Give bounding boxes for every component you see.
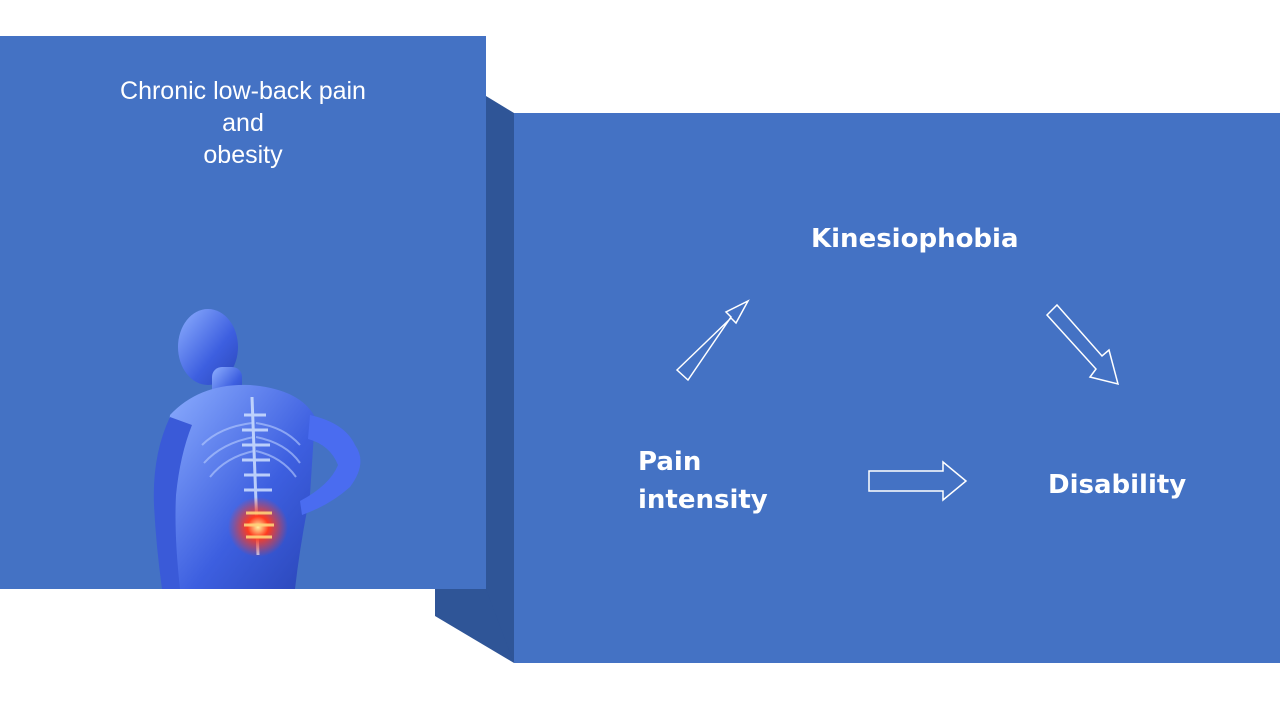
back-pain-figure-icon [153, 309, 361, 589]
node-pain-line-2: intensity [638, 485, 768, 515]
node-kinesiophobia: Kinesiophobia [811, 220, 1019, 258]
pain-highlight [228, 497, 288, 557]
arrow-right-icon [868, 460, 968, 502]
node-pain-line-1: Pain [638, 447, 702, 477]
left-panel-title: Chronic low-back pain and obesity [60, 75, 426, 171]
arrow-down-right-icon [1045, 303, 1120, 386]
node-kinesiophobia-label: Kinesiophobia [811, 224, 1019, 254]
title-line-3: obesity [203, 141, 283, 169]
node-pain-intensity: Pain intensity [638, 443, 768, 519]
arrow-up-right-icon [675, 299, 750, 382]
connector-side-face [486, 96, 514, 663]
node-disability-label: Disability [1048, 470, 1187, 500]
connector-bottom-face [435, 589, 514, 663]
title-line-2: and [222, 109, 264, 137]
title-line-1: Chronic low-back pain [120, 77, 366, 105]
node-disability: Disability [1048, 466, 1186, 504]
right-panel [514, 113, 1280, 663]
